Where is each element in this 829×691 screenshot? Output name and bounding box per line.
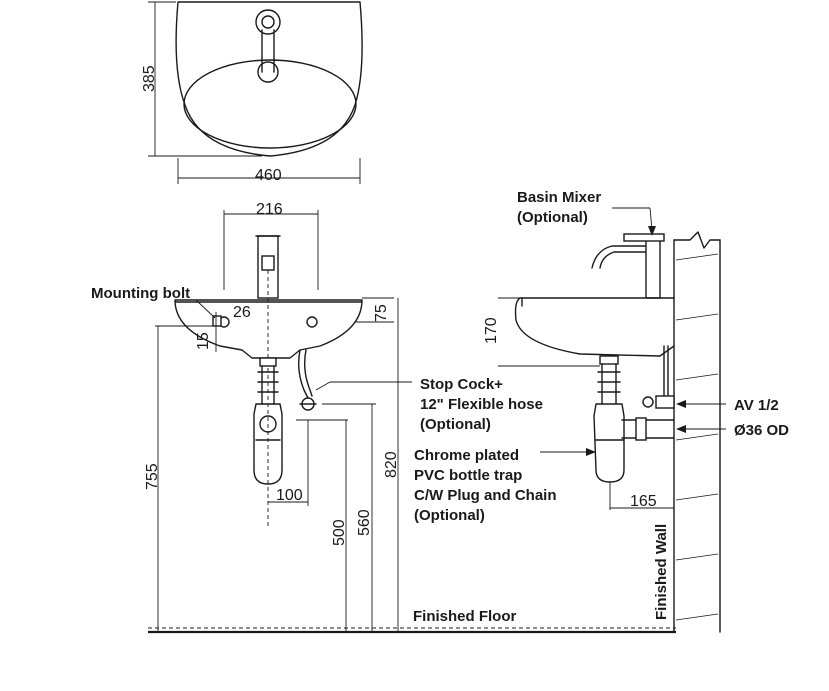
- front-basin: [174, 299, 363, 359]
- plan-basin-outline: [175, 1, 363, 157]
- dim-15: 15: [195, 332, 212, 350]
- dim-216: 216: [256, 201, 283, 218]
- wall-hatch: [675, 253, 719, 621]
- label-chrome-2: PVC bottle trap: [414, 467, 522, 484]
- dim-26: 26: [233, 304, 251, 321]
- side-basin: [514, 297, 675, 357]
- side-bottle-trap: [593, 403, 625, 483]
- label-stop-cock-1: Stop Cock+: [420, 376, 503, 393]
- label-av: AV 1/2: [734, 397, 779, 414]
- label-basin-mixer-2: (Optional): [517, 209, 588, 226]
- side-angle-valve: [655, 395, 675, 409]
- label-chrome-3: C/W Plug and Chain: [414, 487, 557, 504]
- finished-floor: Finished Floor: [148, 608, 676, 634]
- dim-560: 560: [356, 509, 373, 536]
- label-basin-mixer-1: Basin Mixer: [517, 189, 601, 206]
- plan-bowl: [183, 59, 357, 149]
- side-view: Finished Wall 170 165 Basin Mixer (Optio…: [414, 189, 789, 633]
- front-bottle-trap: [253, 403, 283, 485]
- dim-165: 165: [630, 493, 657, 510]
- dim-500: 500: [331, 519, 348, 546]
- side-mixer: [591, 235, 661, 299]
- label-finished-wall: Finished Wall: [653, 524, 670, 620]
- label-stop-cock-2: 12" Flexible hose: [420, 396, 543, 413]
- dim-385: 385: [141, 65, 158, 92]
- label-stop-cock-3: (Optional): [420, 416, 491, 433]
- side-outlet-pipe: [621, 419, 675, 439]
- label-chrome-1: Chrome plated: [414, 447, 519, 464]
- label-od: Ø36 OD: [734, 422, 789, 439]
- plan-drain: [257, 61, 279, 83]
- front-view: 216 Mounting bolt 26 15: [91, 201, 543, 632]
- plan-tap-hole: [255, 9, 281, 35]
- dim-755: 755: [144, 463, 161, 490]
- dim-820: 820: [383, 451, 400, 478]
- dim-75: 75: [373, 304, 390, 322]
- front-flexible-hose: [297, 349, 309, 399]
- label-mounting-bolt: Mounting bolt: [91, 285, 190, 302]
- label-finished-floor: Finished Floor: [413, 608, 516, 625]
- dim-100: 100: [276, 487, 303, 504]
- label-chrome-4: (Optional): [414, 507, 485, 524]
- dim-460: 460: [255, 167, 282, 184]
- plan-view: 385 460: [141, 1, 363, 184]
- dim-170: 170: [483, 317, 500, 344]
